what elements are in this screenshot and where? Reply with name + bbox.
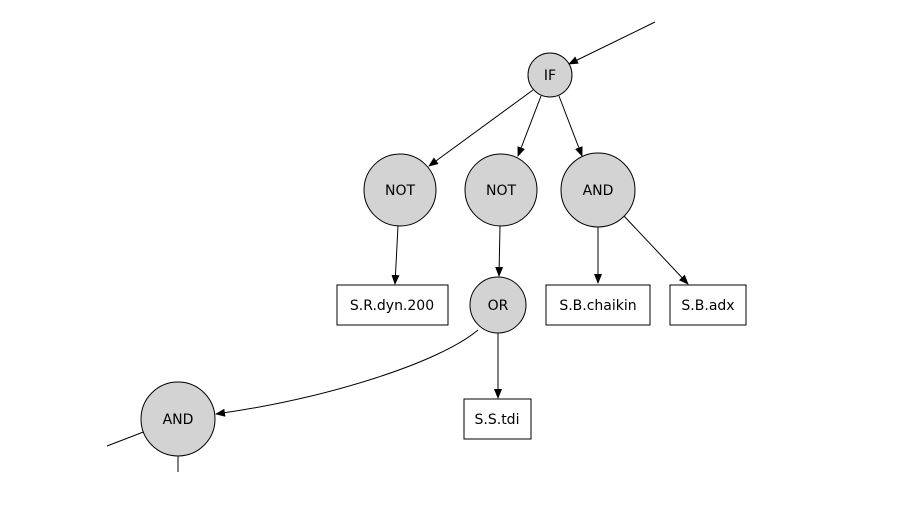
node-not-middle-label: NOT: [486, 183, 516, 199]
node-s-s-tdi: S.S.tdi: [463, 398, 532, 440]
node-and-bottom: AND: [140, 381, 216, 457]
edge-if-not2: [517, 95, 542, 157]
node-not-left-label: NOT: [385, 183, 415, 199]
node-s-b-chaikin-label: S.B.chaikin: [559, 298, 636, 314]
node-if-label: IF: [544, 68, 556, 84]
node-s-r-dyn-200: S.R.dyn.200: [336, 284, 449, 326]
edge-not2-or: [495, 225, 504, 277]
edge-and1-adx: [623, 215, 689, 285]
node-if: IF: [527, 52, 573, 98]
node-s-b-adx-label: S.B.adx: [681, 298, 734, 314]
node-and-bottom-label: AND: [163, 412, 194, 428]
node-s-b-chaikin: S.B.chaikin: [545, 284, 651, 326]
node-not-middle: NOT: [464, 153, 538, 227]
edge-parent-if: [568, 21, 656, 65]
edge-if-not1: [428, 89, 534, 167]
node-and-top-label: AND: [583, 183, 614, 199]
edge-not1-rdyn: [391, 225, 400, 285]
node-not-left: NOT: [363, 153, 437, 227]
node-s-s-tdi-label: S.S.tdi: [475, 412, 520, 428]
node-s-b-adx: S.B.adx: [669, 284, 747, 326]
edge-if-and1: [558, 95, 583, 157]
node-or: OR: [469, 276, 527, 334]
node-and-top: AND: [560, 152, 636, 228]
node-or-label: OR: [488, 298, 509, 314]
edge-offscreen-left: [106, 430, 147, 447]
edges: [106, 21, 689, 472]
node-s-r-dyn-200-label: S.R.dyn.200: [350, 298, 434, 314]
edge-or-and2: [215, 329, 479, 417]
